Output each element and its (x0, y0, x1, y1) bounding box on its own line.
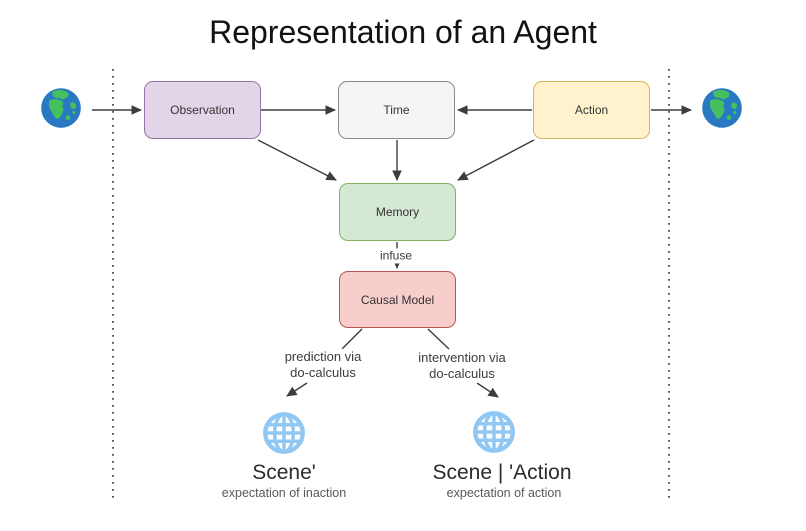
scene-inaction-title: Scene' (252, 461, 316, 484)
scene-action-caption: expectation of action (446, 486, 562, 500)
time-label: Time (383, 103, 410, 117)
scene-action-globe-icon (473, 411, 515, 453)
time-node: Time (338, 81, 455, 139)
scene-inaction-globe-icon (263, 412, 305, 454)
arrow-observation-to-memory (257, 139, 337, 181)
earth-input-icon (41, 88, 81, 128)
memory-label: Memory (375, 205, 420, 219)
action-label: Action (574, 103, 609, 117)
arrows (92, 105, 692, 398)
observation-label: Observation (170, 103, 235, 117)
arrow-prediction-to-scene (286, 382, 308, 397)
action-node: Action (533, 81, 650, 139)
intervention-edge-label: intervention via do-calculus (415, 349, 509, 383)
earth-output-icon (702, 88, 742, 128)
arrow-intervention-to-scene (476, 382, 499, 398)
arrow-action-to-memory (457, 139, 535, 181)
line-causal-to-prediction-label (341, 328, 363, 350)
causal-model-node: Causal Model (339, 271, 456, 328)
diagram-title: Representation of an Agent (209, 14, 597, 50)
line-causal-to-intervention-label (427, 328, 450, 350)
memory-node: Memory (339, 183, 456, 241)
prediction-edge-label: prediction via do-calculus (281, 348, 365, 382)
scene-action-title: Scene | 'Action (432, 461, 572, 484)
infuse-edge-label: infuse (376, 248, 416, 264)
scene-inaction-caption: expectation of inaction (221, 486, 347, 500)
observation-node: Observation (144, 81, 261, 139)
causal-model-label: Causal Model (360, 292, 435, 307)
